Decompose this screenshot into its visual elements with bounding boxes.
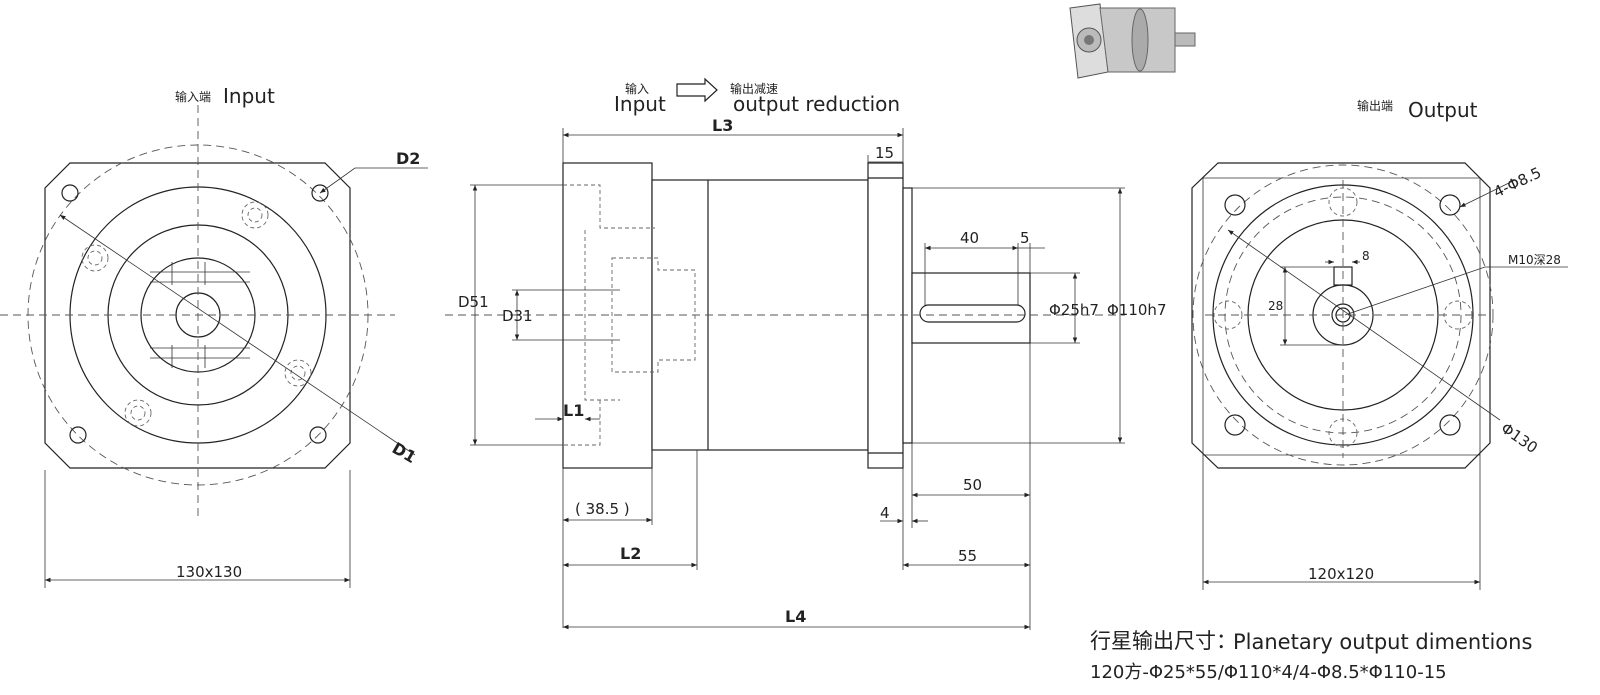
dim-15: 15 [875,144,894,162]
output-view: 输出端 Output Φ130 4-Φ8.5 M10深28 8 28 [1191,98,1568,590]
pilot-dia-label: Φ110h7 [1107,301,1167,319]
holes-label: 4-Φ8.5 [1491,164,1544,202]
d5-label: D51 [458,293,489,311]
input-label-cn: 输入端 [175,89,211,104]
output-flange [867,162,904,469]
footer-title-cn: 行星输出尺寸： [1090,629,1237,653]
flow-arrow-icon [676,77,718,103]
footer-title-en: Planetary output dimentions [1233,630,1532,654]
l4-label: L4 [785,607,806,626]
output-label-cn: 输出端 [1357,98,1393,113]
key-width-label: 8 [1362,249,1370,263]
output-flange-outline [1191,162,1491,469]
dim-38-5: ( 38.5 ) [575,500,630,518]
footer-spec: 120方-Φ25*55/Φ110*4/4-Φ8.5*Φ110-15 [1090,662,1447,683]
pcd-label: Φ130 [1498,419,1541,457]
keyway [919,304,1026,323]
product-thumbnail [1069,3,1196,79]
l2-label: L2 [620,544,641,563]
dim-4: 4 [880,504,890,522]
output-shaft [911,272,1031,344]
dim-55: 55 [958,547,977,565]
output-label-en: Output [1408,98,1478,122]
d1-label: D1 [389,438,420,467]
thread-label: M10深28 [1508,253,1561,267]
input-view: 输入端 Input D1 D2 130x130 [0,84,428,588]
output-bolt-circle [1192,164,1494,466]
input-size-label: 130x130 [176,563,242,581]
flow-out-en: output reduction [733,92,900,116]
output-size-label: 120x120 [1308,565,1374,583]
dim-5: 5 [1020,229,1030,247]
l3-label: L3 [712,116,733,135]
side-view: 输入 Input 输出减速 output reduction L3 15 D51… [445,77,1167,630]
pilot [902,187,913,444]
flow-in-en: Input [614,92,666,116]
flow-out-cn: 输出减速 [730,81,778,96]
input-mount-holes [61,184,329,444]
input-flange-outline [44,162,351,469]
dim-40: 40 [960,229,979,247]
flow-in-cn: 输入 [625,81,649,96]
d3-label: D31 [502,307,533,325]
shaft-dia-label: Φ25h7 [1049,301,1099,319]
dim-50: 50 [963,476,982,494]
l1-label: L1 [563,401,584,420]
input-hidden-holes [81,201,312,427]
key-height-label: 28 [1268,299,1283,313]
input-label-en: Input [223,84,275,108]
input-flange [562,162,653,469]
d2-label: D2 [396,149,420,168]
